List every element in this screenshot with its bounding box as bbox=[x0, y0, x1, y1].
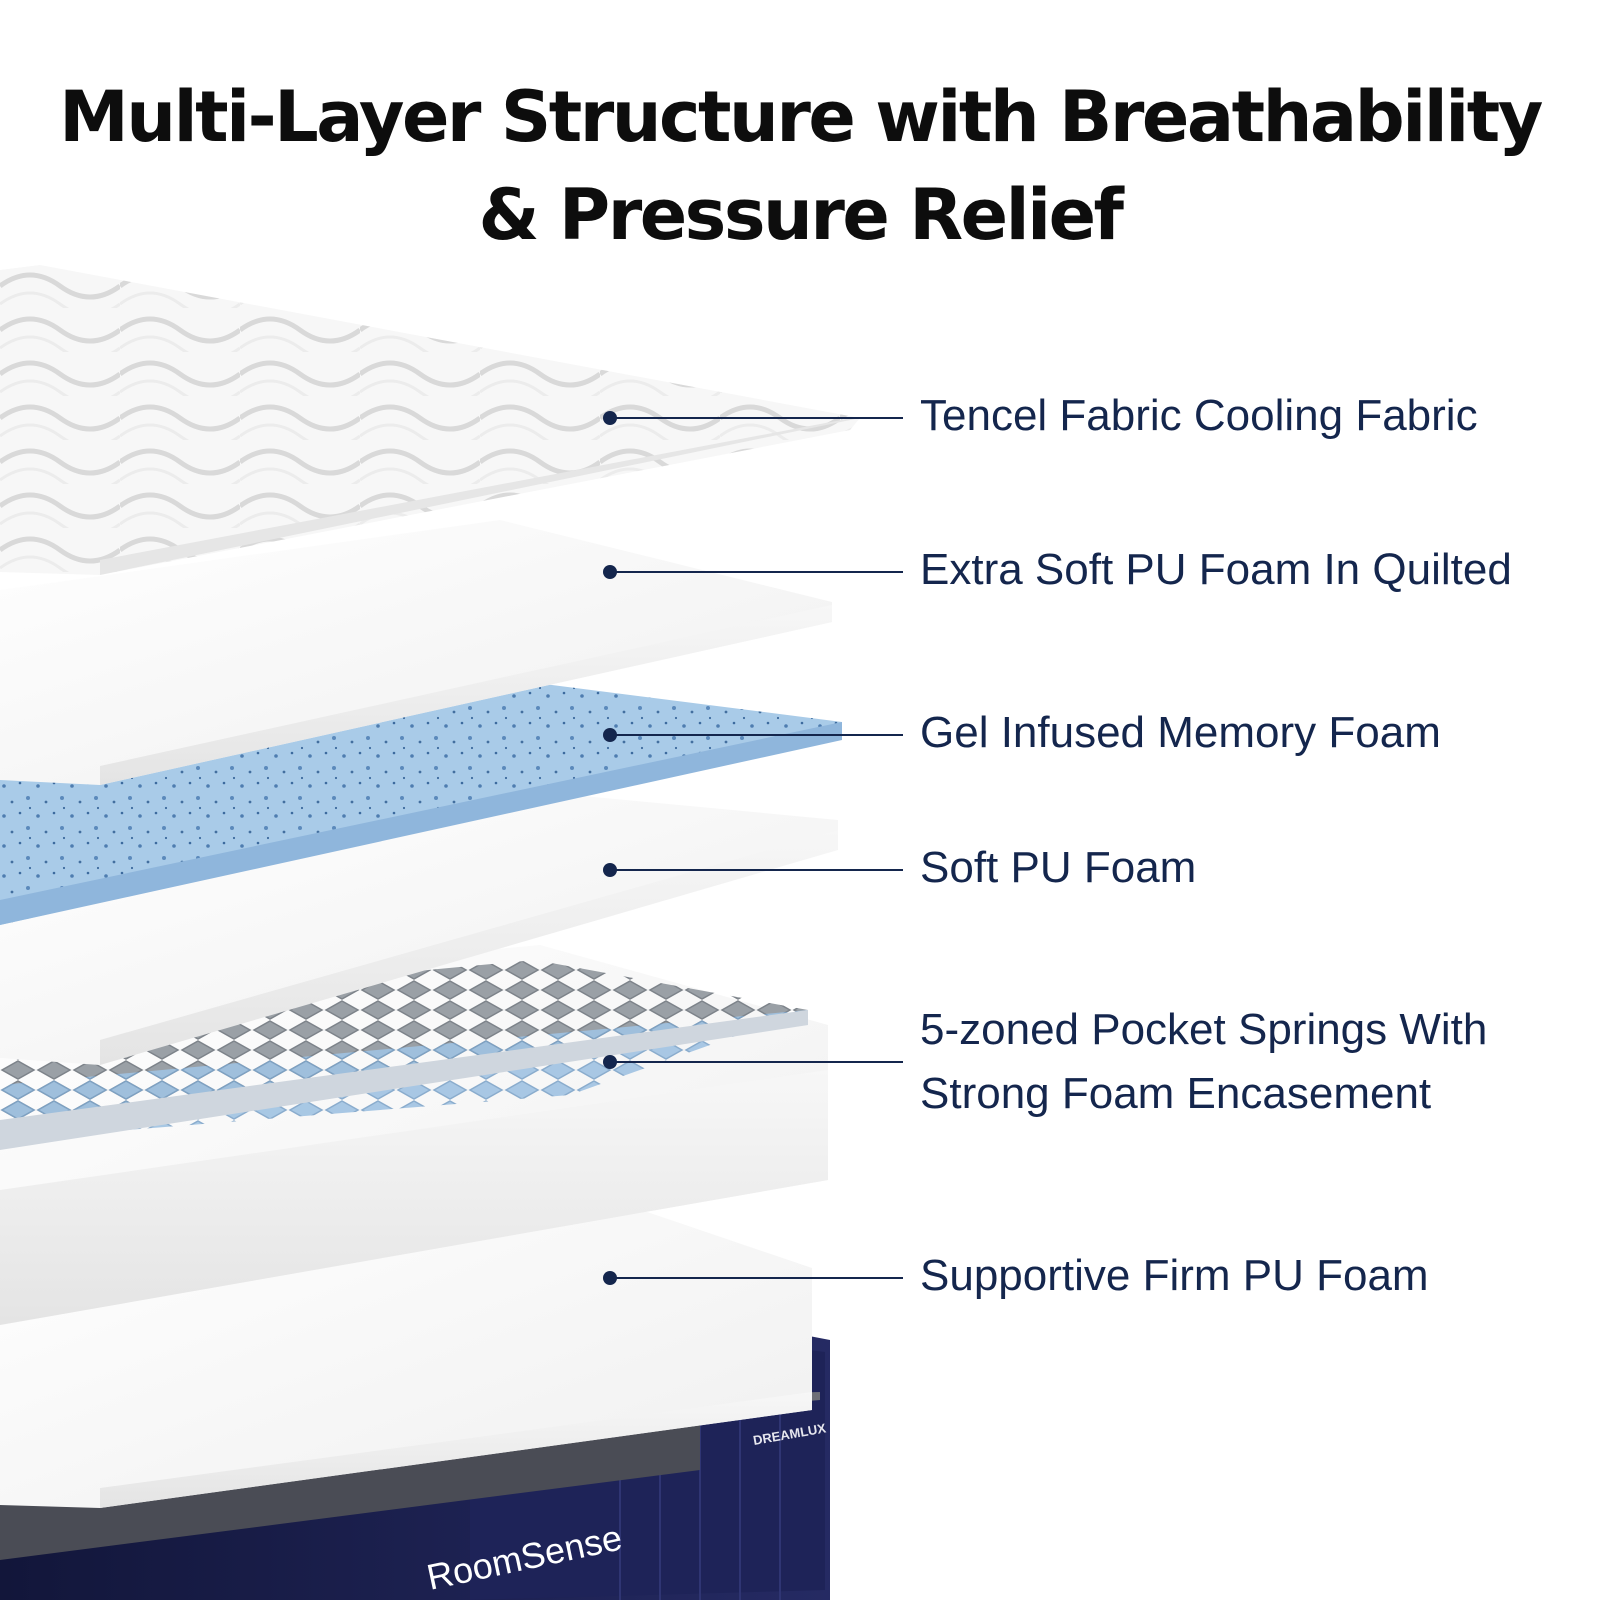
label-extra-soft-foam: Extra Soft PU Foam In Quilted bbox=[920, 545, 1512, 594]
leader-dot-3 bbox=[603, 728, 617, 742]
layer-tencel-fabric bbox=[0, 265, 860, 575]
label-firm-foam: Supportive Firm PU Foam bbox=[920, 1251, 1429, 1300]
label-pocket-springs-line-1: 5-zoned Pocket Springs With bbox=[920, 1005, 1488, 1054]
leader-dot-5 bbox=[603, 1055, 617, 1069]
label-tencel-fabric: Tencel Fabric Cooling Fabric bbox=[920, 391, 1478, 440]
leader-dot-1 bbox=[603, 411, 617, 425]
layer-pocket-springs bbox=[0, 945, 828, 1325]
title-line-2: & Pressure Relief bbox=[478, 174, 1124, 256]
leader-dot-4 bbox=[603, 863, 617, 877]
label-pocket-springs: 5-zoned Pocket Springs With Strong Foam … bbox=[920, 998, 1487, 1126]
page-title: Multi-Layer Structure with Breathability… bbox=[0, 68, 1600, 264]
layer-extra-soft-foam bbox=[0, 520, 832, 785]
leader-dot-6 bbox=[603, 1271, 617, 1285]
label-soft-foam: Soft PU Foam bbox=[920, 843, 1197, 892]
label-pocket-springs-line-2: Strong Foam Encasement bbox=[920, 1069, 1432, 1118]
label-gel-foam: Gel Infused Memory Foam bbox=[920, 708, 1441, 757]
title-line-1: Multi-Layer Structure with Breathability bbox=[59, 76, 1543, 158]
leader-dot-2 bbox=[603, 565, 617, 579]
callout-leaders bbox=[603, 411, 903, 1285]
